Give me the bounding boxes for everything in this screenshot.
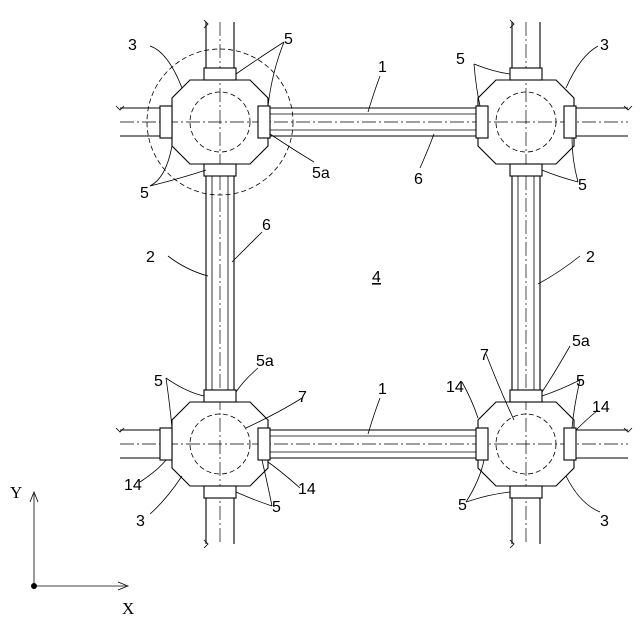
label-3-top-right: 3 <box>600 37 609 54</box>
label-5-tr-a: 5 <box>456 51 465 68</box>
y-axis-label: Y <box>10 483 22 502</box>
label-4-space: 4 <box>372 269 381 286</box>
label-14-br: 14 <box>446 379 464 396</box>
label-7-right: 7 <box>480 347 489 364</box>
label-5-tl-b: 5 <box>140 185 149 202</box>
top-beam <box>120 108 628 136</box>
label-5a-bottom-left: 5a <box>256 353 274 370</box>
label-14-bl: 14 <box>124 477 142 494</box>
label-3-top-left: 3 <box>128 37 137 54</box>
label-6-top: 6 <box>414 171 423 188</box>
bottom-beam <box>120 430 628 458</box>
label-5-br-a: 5 <box>576 373 585 390</box>
label-1-top: 1 <box>378 59 387 76</box>
right-column <box>512 22 540 544</box>
label-5a-top: 5a <box>312 165 330 182</box>
label-5-bl-a: 5 <box>154 373 163 390</box>
label-14-br-b: 14 <box>592 399 610 416</box>
label-5-tl-a: 5 <box>284 31 293 48</box>
label-5-bl-b: 5 <box>272 499 281 516</box>
label-5a-bottom-right: 5a <box>572 333 590 350</box>
coordinate-axes: X Y <box>10 483 134 618</box>
label-5-br-b: 5 <box>458 497 467 514</box>
label-5-tr-b: 5 <box>578 177 587 194</box>
label-1-bottom: 1 <box>378 381 387 398</box>
label-6-left: 6 <box>262 217 271 234</box>
label-14-bl-b: 14 <box>298 481 316 498</box>
label-3-bottom-right: 3 <box>600 513 609 530</box>
callout-labels: 3 3 3 3 1 1 2 2 6 6 4 5 5 5a 5 5 5a 5a 5… <box>124 31 610 530</box>
leader-lines <box>140 42 600 514</box>
label-2-right: 2 <box>586 249 595 266</box>
label-3-bottom-left: 3 <box>136 513 145 530</box>
label-7-left: 7 <box>298 389 307 406</box>
x-axis-label: X <box>122 599 134 618</box>
label-2-left: 2 <box>146 249 155 266</box>
left-column <box>206 22 234 544</box>
